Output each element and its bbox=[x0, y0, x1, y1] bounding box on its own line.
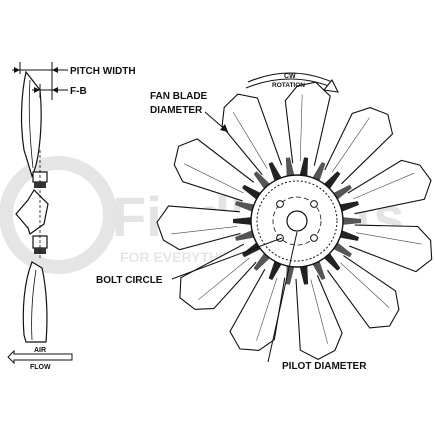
fan-blade-edge bbox=[232, 111, 268, 169]
bolt-hole bbox=[276, 234, 284, 242]
fan-blade-edge bbox=[331, 117, 370, 173]
fan-blade-edge bbox=[355, 232, 422, 245]
fb-arrow-left bbox=[34, 87, 40, 93]
pilot-hole bbox=[286, 210, 308, 232]
fan-blade-diameter-label-1: FAN BLADE bbox=[150, 91, 208, 102]
side-lower-blade bbox=[22, 261, 48, 343]
spider-arm bbox=[268, 162, 283, 183]
fan-blade-edge bbox=[299, 94, 303, 162]
pilot-diameter-leader bbox=[267, 231, 298, 363]
pitch-width-dimension: PITCH WIDTH bbox=[12, 62, 136, 100]
fb-label: F-B bbox=[70, 86, 87, 97]
spider-arm bbox=[331, 241, 352, 258]
spider-arm bbox=[285, 264, 295, 285]
spider-arm bbox=[268, 259, 283, 280]
fan-blade-diameter-arrow bbox=[220, 124, 228, 132]
fan-blade-diameter-label-2: DIAMETER bbox=[150, 105, 203, 116]
fan-blade-edge bbox=[310, 279, 328, 344]
bolt-circle bbox=[272, 196, 322, 246]
air-flow-indicator: AIR FLOW bbox=[7, 347, 73, 371]
watermark-logo-ring bbox=[0, 156, 117, 274]
pitch-arrow-left bbox=[14, 67, 20, 73]
spider-arm bbox=[331, 184, 352, 201]
spider-arm bbox=[235, 201, 256, 213]
fan-side-view bbox=[15, 70, 49, 343]
spider-arm bbox=[299, 264, 309, 285]
rotation-arc-outer bbox=[247, 72, 333, 83]
bolt-circle-leader bbox=[171, 237, 283, 280]
fan-blade-edge bbox=[340, 262, 390, 308]
spider-arm bbox=[235, 229, 256, 241]
bolt-circle-label: BOLT CIRCLE bbox=[96, 275, 163, 286]
spider-arm bbox=[341, 217, 361, 225]
spider-arm bbox=[285, 157, 295, 178]
side-spider-arm bbox=[15, 199, 29, 229]
spider-arm bbox=[311, 162, 326, 183]
bolt-hole bbox=[310, 234, 318, 242]
side-upper-blade-edge bbox=[28, 79, 34, 169]
spider-arm bbox=[242, 184, 263, 201]
fan-blades bbox=[156, 81, 433, 361]
spider-arm bbox=[311, 259, 326, 280]
fan-front-view bbox=[156, 81, 433, 361]
rotation-arrowhead bbox=[322, 78, 339, 93]
fb-dimension: F-B bbox=[32, 84, 87, 98]
fan-blade-edge bbox=[184, 163, 244, 194]
air-flow-label-2: FLOW bbox=[30, 364, 51, 371]
air-flow-label-1: AIR bbox=[34, 347, 46, 354]
fan-blade-edge bbox=[256, 277, 278, 341]
fan-blade-edge bbox=[171, 226, 238, 235]
spider-arm bbox=[338, 201, 359, 213]
bolt-hole bbox=[276, 200, 284, 208]
fb-arrow-right bbox=[52, 87, 58, 93]
pilot-diameter-label: PILOT DIAMETER bbox=[282, 361, 367, 372]
fan-blade-edge bbox=[198, 257, 250, 301]
side-lower-blade-edge bbox=[31, 269, 37, 341]
side-upper-blade bbox=[20, 70, 42, 178]
spider-arm bbox=[299, 157, 309, 178]
bolt-hole bbox=[310, 200, 318, 208]
fan-blade-edge bbox=[352, 172, 415, 200]
rotation-label-top: CW bbox=[284, 73, 296, 80]
rotation-label-bottom: ROTATION bbox=[272, 82, 305, 89]
fan-blade bbox=[344, 224, 433, 273]
air-flow-arrow bbox=[7, 349, 73, 365]
spider-arm bbox=[338, 229, 359, 241]
hub-inner-ring bbox=[256, 180, 338, 262]
callouts: FAN BLADE DIAMETER BOLT CIRCLE PILOT DIA… bbox=[96, 91, 367, 372]
rotation-indicator: CW ROTATION bbox=[245, 72, 339, 93]
rotation-arc bbox=[245, 78, 335, 89]
pitch-arrow-right bbox=[52, 67, 58, 73]
spider-arm bbox=[233, 217, 253, 225]
pitch-width-label: PITCH WIDTH bbox=[70, 66, 136, 77]
